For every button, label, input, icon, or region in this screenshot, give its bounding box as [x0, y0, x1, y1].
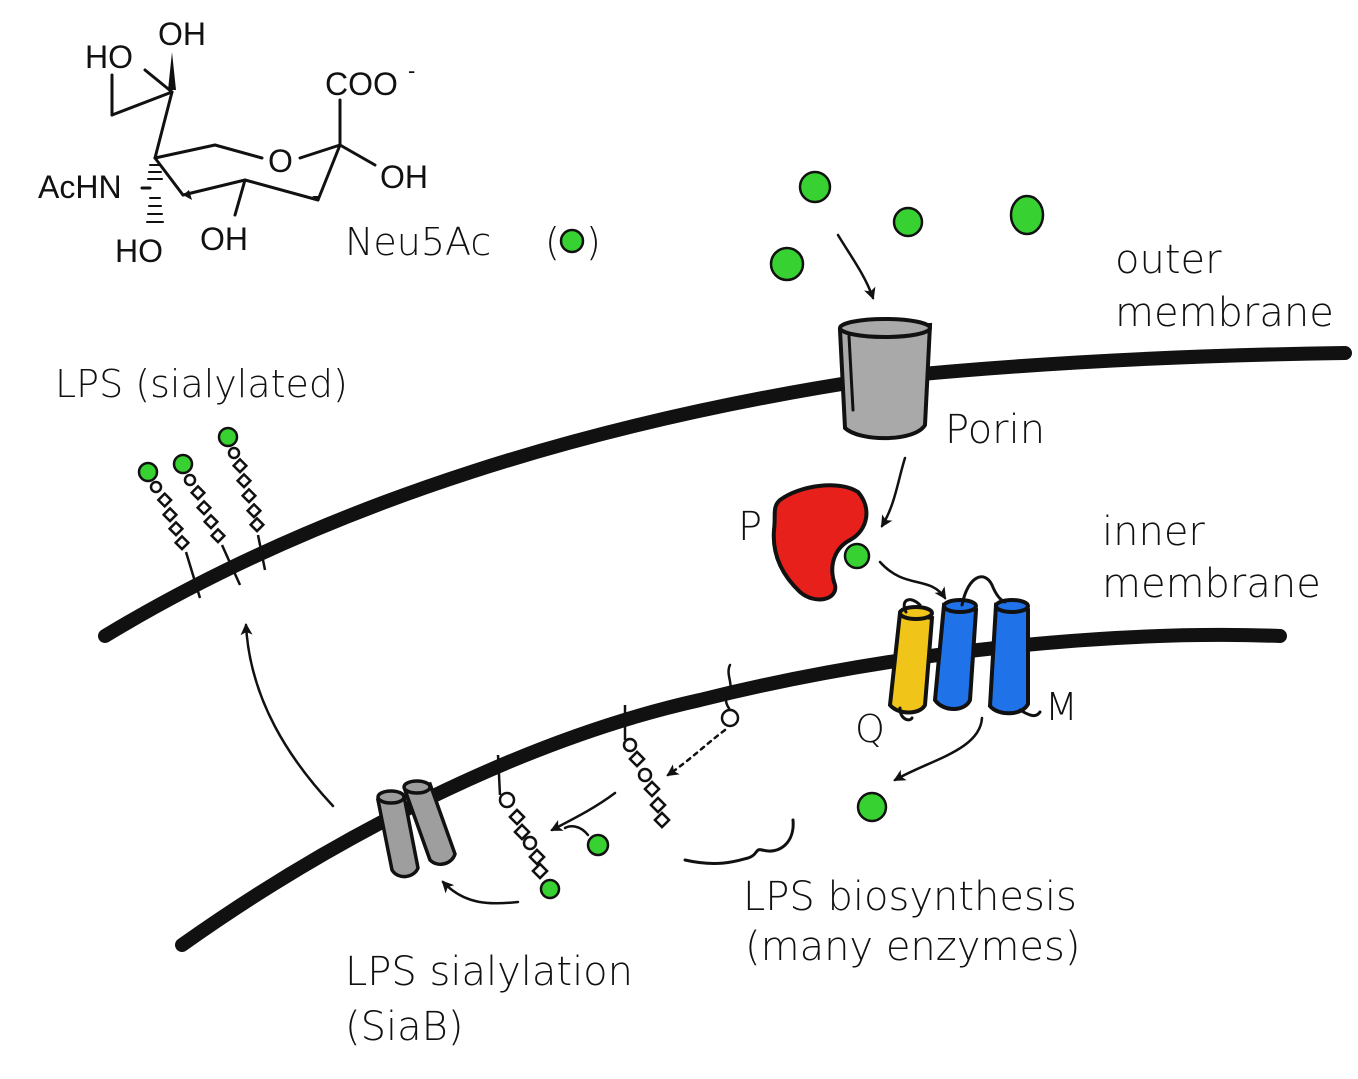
wedge-bond: [168, 52, 176, 90]
chem-group-oh-top: OH: [158, 16, 206, 52]
extracellular-neu5ac: [769, 170, 1045, 282]
lps-chain-unsialylated: [622, 705, 671, 829]
outer-membrane: [98, 346, 1352, 643]
lps-sialylation-label-2: (SiaB): [345, 1004, 463, 1050]
lps-sialylation-label-1: LPS sialylation: [345, 949, 633, 995]
biosynthesis-dotted-arrow: [666, 728, 727, 777]
protein-m-label: M: [1045, 685, 1078, 729]
cytoplasmic-neu5ac-dot: [856, 791, 888, 823]
helix-loop: [960, 575, 1007, 607]
chem-group-oh-bottom: OH: [200, 221, 248, 257]
neu5ac-dot: [892, 206, 924, 238]
neu5ac-dot: [798, 170, 832, 204]
outer-membrane-label-2: membrane: [1115, 290, 1334, 336]
donor-arrow: [563, 825, 590, 837]
chem-group-coo: COO: [325, 66, 398, 102]
donor-neu5ac-dot: [586, 833, 610, 857]
lps-chain-nascent: [720, 663, 740, 728]
outer-membrane-label-1: outer: [1115, 237, 1222, 283]
protein-q-label: Q: [855, 707, 885, 751]
helix-tail: [1018, 708, 1042, 718]
inner-membrane: [175, 627, 1287, 952]
neu5ac-label: Neu5Ac: [345, 220, 491, 264]
neu5ac-legend-paren-open: (: [545, 220, 560, 264]
chem-charge: -: [408, 58, 415, 83]
siab-protein: [375, 779, 457, 879]
chem-group-oh-anomeric: OH: [380, 159, 428, 195]
p-to-qm-arrow: [878, 560, 947, 600]
porin-to-p-arrow: [880, 456, 907, 528]
neu5ac-dot: [769, 246, 805, 282]
inner-membrane-label-1: inner: [1102, 509, 1205, 555]
protein-p: [771, 483, 871, 602]
transport-arrow: [893, 716, 984, 782]
lps-sialylated-label: LPS (sialylated): [55, 362, 348, 406]
siab-transfer-arrow: [550, 791, 617, 832]
inner-membrane-label-2: membrane: [1102, 561, 1321, 607]
neu5ac-legend-dot: [559, 228, 585, 254]
protein-m-helix-2: [987, 598, 1030, 716]
porin: [837, 317, 933, 441]
sialylation-arrow: [441, 880, 520, 905]
helix-tail: [898, 706, 914, 722]
lps-chain-being-sialylated: [496, 754, 561, 900]
chem-group-ho-top: HO: [85, 39, 133, 75]
porin-label: Porin: [945, 407, 1045, 453]
bound-neu5ac-dot: [843, 542, 871, 570]
neu5ac-structure: HO OH COO - O OH AcHN HO OH: [38, 16, 428, 269]
lps-biosynthesis-label-1: LPS biosynthesis: [743, 874, 1077, 920]
chem-group-ho-bottom: HO: [115, 233, 163, 269]
chem-ring-oxygen: O: [268, 143, 293, 179]
lps-sialylated-chains: [137, 426, 267, 599]
neu5ac-dot: [1009, 194, 1045, 236]
protein-m-helix-1: [932, 598, 979, 711]
protein-q: [887, 598, 935, 715]
biosynthesis-brace: [683, 818, 795, 865]
chem-group-achn: AcHN: [38, 169, 122, 205]
lps-biosynthesis-label-2: (many enzymes): [745, 924, 1080, 970]
export-arrow: [240, 623, 335, 808]
neu5ac-legend-paren-close: ): [586, 220, 601, 264]
protein-p-label: P: [738, 504, 762, 550]
uptake-arrow: [836, 233, 876, 300]
